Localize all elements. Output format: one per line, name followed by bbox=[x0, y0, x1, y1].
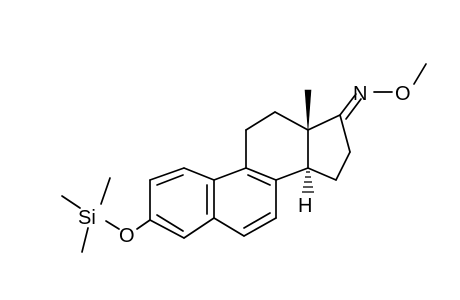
ring-b-bonds bbox=[213, 167, 277, 237]
bond-b2-inner bbox=[247, 174, 271, 186]
ring-c-bonds bbox=[245, 111, 309, 181]
bond-cn-outer bbox=[339, 93, 357, 116]
bond-a1-inner bbox=[156, 174, 184, 186]
bond-a2 bbox=[183, 167, 215, 181]
bond-d2 bbox=[339, 114, 351, 153]
bond-c2 bbox=[245, 111, 276, 131]
bond-d1 bbox=[307, 114, 341, 131]
bond-o-methyl bbox=[413, 63, 427, 85]
ring-d-bonds bbox=[307, 114, 351, 181]
bond-si-me-up bbox=[100, 177, 111, 205]
oxime-nitrogen-atom-label: N bbox=[353, 83, 367, 105]
bond-cn-inner bbox=[345, 98, 362, 120]
bond-a5 bbox=[149, 219, 185, 239]
bond-si-me-left bbox=[61, 195, 81, 209]
bond-c3 bbox=[274, 111, 309, 131]
bond-ring-o bbox=[136, 219, 151, 230]
si-methyl-bonds bbox=[61, 177, 111, 253]
bond-b1 bbox=[213, 167, 247, 181]
bond-o-si bbox=[105, 220, 120, 230]
bond-b2 bbox=[245, 167, 277, 181]
bond-d4 bbox=[307, 167, 337, 181]
bond-b4-inner bbox=[243, 212, 271, 229]
bond-a5-inner bbox=[156, 214, 184, 232]
bond-a1 bbox=[149, 167, 185, 181]
bond-c5 bbox=[275, 167, 309, 181]
bond-d3 bbox=[335, 151, 351, 181]
silicon-atom-label: Si bbox=[78, 207, 96, 229]
oxime-oxygen-atom-label: O bbox=[395, 83, 411, 105]
oxime-double-bond bbox=[339, 93, 362, 120]
stereo-hydrogen-atom-label: H bbox=[298, 195, 312, 217]
bond-si-me-down bbox=[81, 227, 89, 253]
ether-oxygen-atom-label: O bbox=[119, 225, 135, 247]
bond-b4 bbox=[243, 217, 277, 237]
bond-a4 bbox=[183, 217, 215, 239]
bond-b5 bbox=[213, 217, 245, 237]
methyl-wedge-bond bbox=[304, 89, 312, 131]
ring-a-bonds bbox=[149, 167, 215, 239]
hydrogen-hash-bond bbox=[302, 171, 314, 193]
